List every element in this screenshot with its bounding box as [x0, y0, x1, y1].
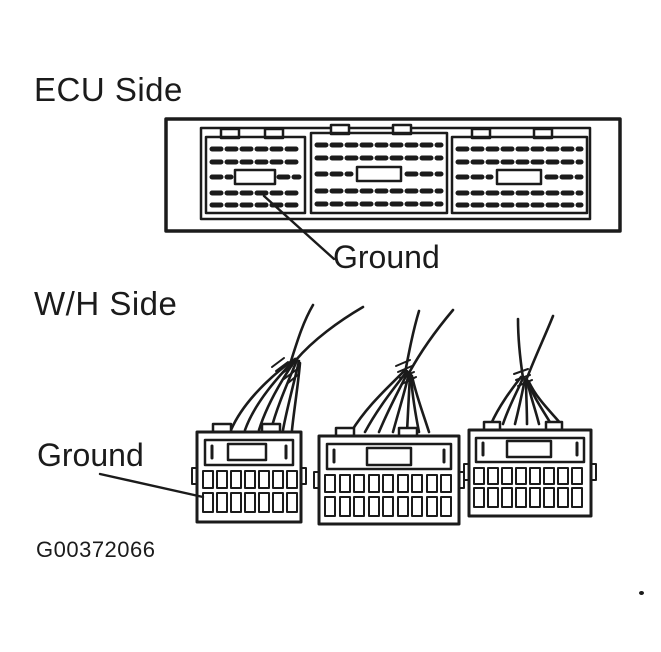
ground-leader-line-ecu: [262, 194, 336, 261]
ground-callout-wh: Ground: [37, 437, 144, 473]
ecu-face-1: [204, 127, 307, 215]
ground-leader-line-wh: [98, 472, 205, 499]
wh-side-label: W/H Side: [34, 285, 178, 322]
wire-bundle-left: [229, 303, 365, 432]
ecu-face-3: [450, 127, 589, 215]
ecu-side-label: ECU Side: [34, 71, 183, 108]
figure-code-label: G00372066: [36, 537, 156, 562]
wh-connector-left: [191, 422, 307, 524]
ground-callout-ecu: Ground: [333, 239, 440, 275]
stray-dot-mark: [639, 591, 644, 595]
wire-bundle-middle: [349, 308, 455, 434]
ecu-face-2: [309, 123, 449, 215]
wh-connector-middle: [313, 426, 465, 526]
wh-connector-right: [463, 420, 597, 518]
ecu-connector-drawing: [164, 117, 622, 261]
wire-bundle-right: [489, 314, 563, 426]
